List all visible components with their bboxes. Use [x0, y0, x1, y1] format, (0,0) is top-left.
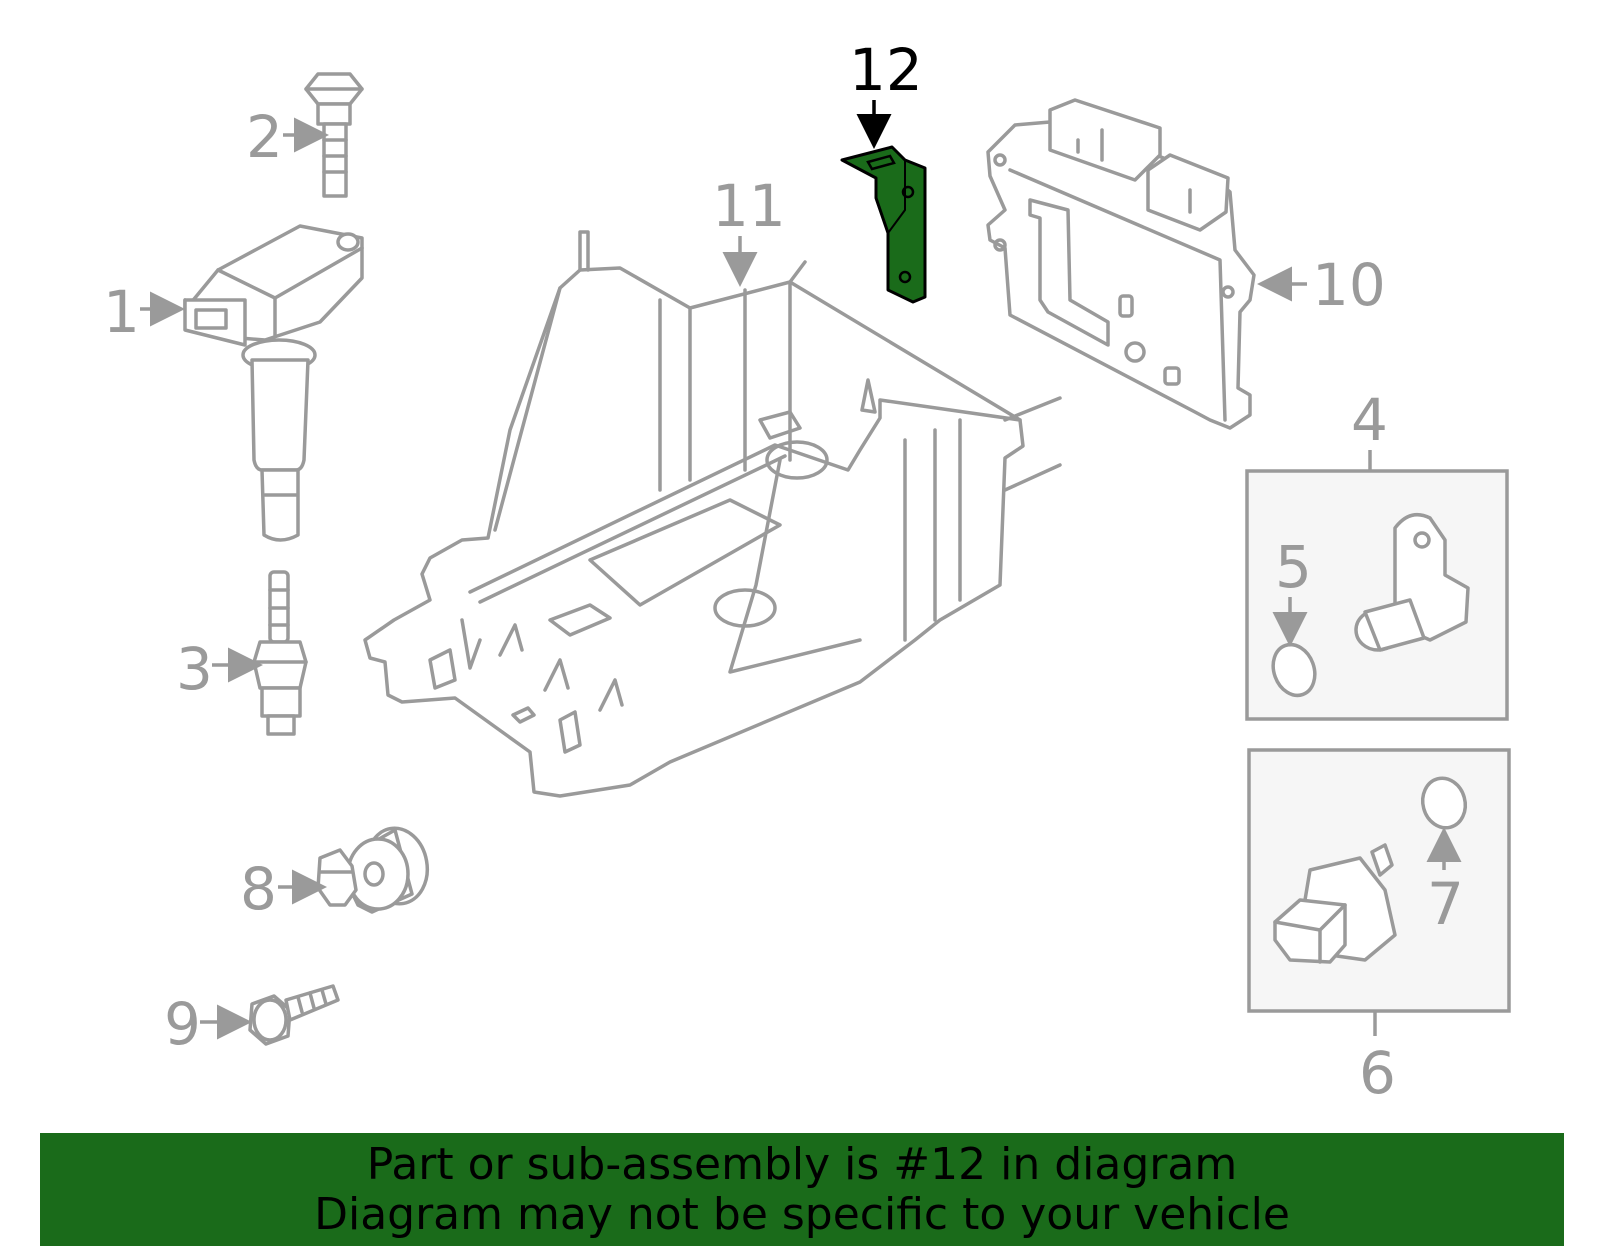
bolt-part-9[interactable]	[248, 984, 340, 1046]
sensor-part-6[interactable]	[1273, 843, 1397, 964]
callout-9: 9	[164, 990, 201, 1058]
callout-10: 10	[1312, 251, 1386, 319]
callout-4: 4	[1351, 386, 1388, 454]
ecu-part-10[interactable]	[986, 98, 1256, 430]
callout-3: 3	[176, 635, 213, 703]
knock-sensor-part-8[interactable]	[316, 823, 433, 914]
bracket-part-12[interactable]	[840, 145, 927, 304]
ignition-coil-part-1[interactable]	[183, 224, 364, 542]
callout-5: 5	[1275, 533, 1312, 601]
callout-2: 2	[246, 103, 283, 171]
callout-7: 7	[1427, 870, 1464, 938]
callout-8: 8	[240, 855, 277, 923]
callout-11: 11	[712, 172, 786, 240]
spark-plug-part-3[interactable]	[252, 570, 308, 736]
tray-part-11[interactable]	[363, 230, 1062, 798]
bolt-part-2[interactable]	[304, 72, 364, 198]
callout-6: 6	[1359, 1039, 1396, 1107]
banner-line-1: Part or sub-assembly is #12 in diagram	[366, 1138, 1238, 1190]
sensor-part-4[interactable]	[1354, 512, 1470, 652]
info-banner: Part or sub-assembly is #12 in diagram D…	[40, 1133, 1564, 1246]
banner-line-2: Diagram may not be specific to your vehi…	[314, 1188, 1290, 1240]
callout-12: 12	[849, 36, 923, 104]
callout-1: 1	[103, 278, 140, 346]
